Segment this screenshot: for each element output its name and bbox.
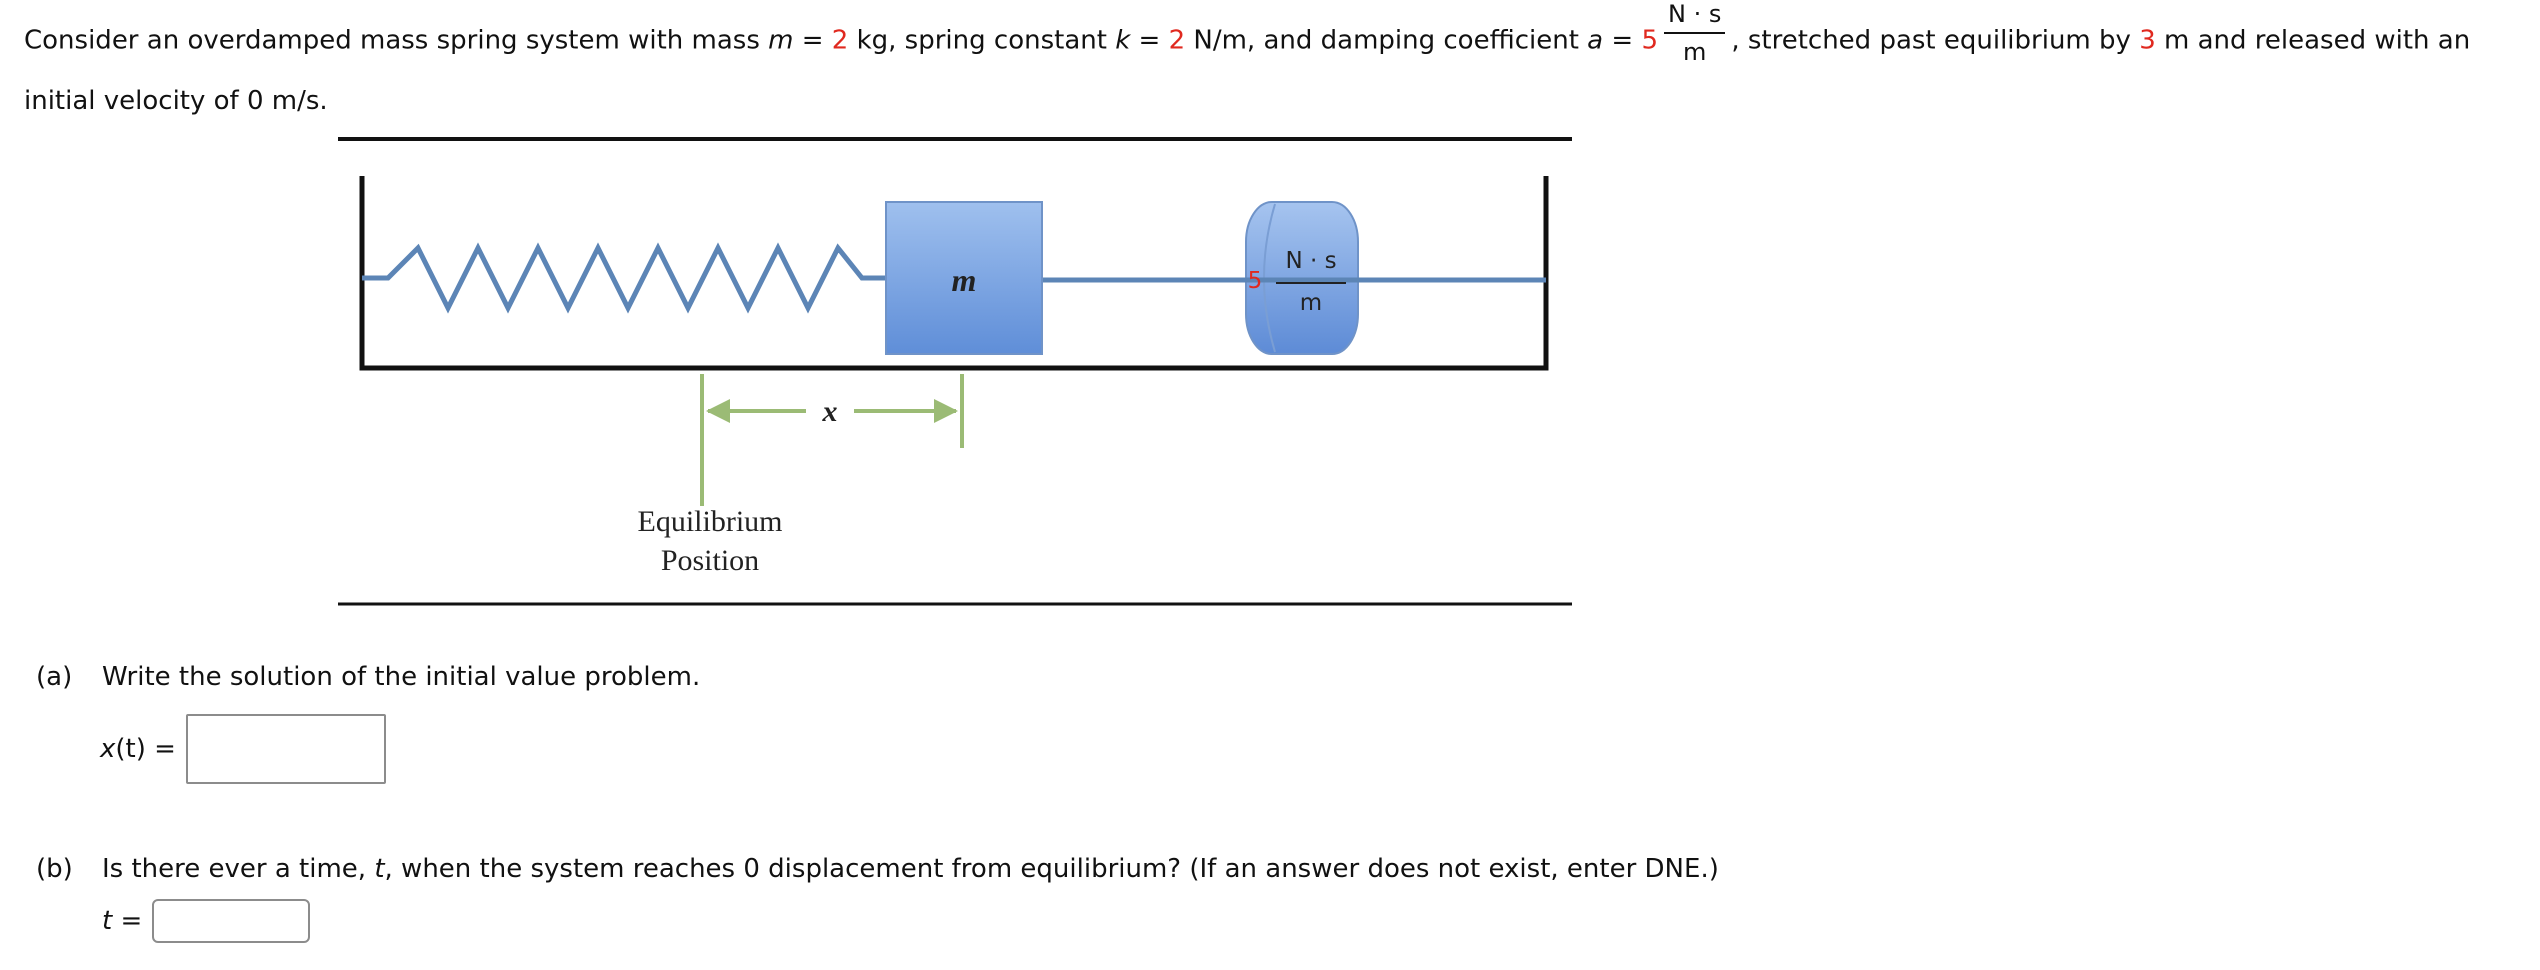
spring	[362, 242, 886, 314]
damping-unit-numerator: N · s	[1663, 2, 1726, 34]
t-variable: t	[102, 906, 113, 936]
problem-statement: Consider an overdamped mass spring syste…	[24, 2, 2524, 130]
part-b-answer-input[interactable]	[152, 899, 311, 943]
damper	[1242, 201, 1362, 355]
part-a-tag: (a)	[36, 662, 73, 692]
problem-text: m and released with an initial velocity …	[24, 25, 2471, 117]
damping-unit-fraction: N · s m	[1663, 2, 1726, 66]
mass-block	[885, 201, 1043, 355]
equals-sign: =	[793, 25, 832, 56]
problem-text: , stretched past equilibrium by	[1731, 25, 2140, 56]
mass-variable: m	[768, 25, 794, 56]
part-a-answer-row: x(t) =	[100, 714, 386, 784]
arrow-head-left-icon	[706, 399, 730, 423]
part-b-answer-label: t =	[102, 906, 142, 936]
answer-label-rest: =	[112, 906, 143, 936]
stretch-value: 3	[2139, 25, 2156, 56]
part-b-answer-row: t =	[102, 899, 311, 943]
part-b-tag: (b)	[36, 854, 73, 884]
enclosure-frame	[359, 176, 1549, 371]
spring-constant-variable: k	[1115, 25, 1131, 56]
t-variable: t	[374, 854, 385, 884]
part-b-text: , when the system reaches 0 displacement…	[384, 854, 1719, 884]
part-a-text: Write the solution of the initial value …	[102, 662, 701, 692]
equals-sign: =	[1603, 25, 1642, 56]
spring-mass-diagram: m 5 N · s m x Equilibrium Position	[338, 136, 1572, 608]
problem-text: N/m, and damping coefficient	[1185, 25, 1588, 56]
problem-text: kg, spring constant	[848, 25, 1116, 56]
part-a-answer-label: x(t) =	[100, 734, 176, 764]
equals-sign: =	[1130, 25, 1169, 56]
displacement-label: x	[822, 395, 838, 428]
x-variable: x	[100, 734, 116, 764]
part-a-question: (a) Write the solution of the initial val…	[36, 662, 700, 692]
mass-value: 2	[831, 25, 849, 56]
part-a-answer-input[interactable]	[185, 714, 386, 784]
damper-unit-numerator: N · s	[1285, 248, 1336, 274]
equilibrium-label-line2: Position	[661, 544, 759, 577]
displacement-arrow	[700, 374, 964, 506]
spring-constant-value: 2	[1168, 25, 1186, 56]
part-b-text: Is there ever a time,	[102, 854, 375, 884]
part-b-question: (b) Is there ever a time, t, when the sys…	[36, 854, 1719, 884]
damping-unit-denominator: m	[1682, 38, 1707, 66]
damping-variable: a	[1587, 25, 1604, 56]
arrow-head-right-icon	[934, 399, 958, 423]
problem-text: Consider an overdamped mass spring syste…	[24, 25, 769, 56]
damper-coefficient: 5	[1248, 268, 1263, 294]
damping-value: 5	[1641, 25, 1658, 56]
equilibrium-label-line1: Equilibrium	[638, 505, 783, 538]
answer-label-rest: (t) =	[115, 734, 176, 764]
damper-unit-denominator: m	[1300, 290, 1322, 316]
mass-label: m	[952, 262, 977, 298]
